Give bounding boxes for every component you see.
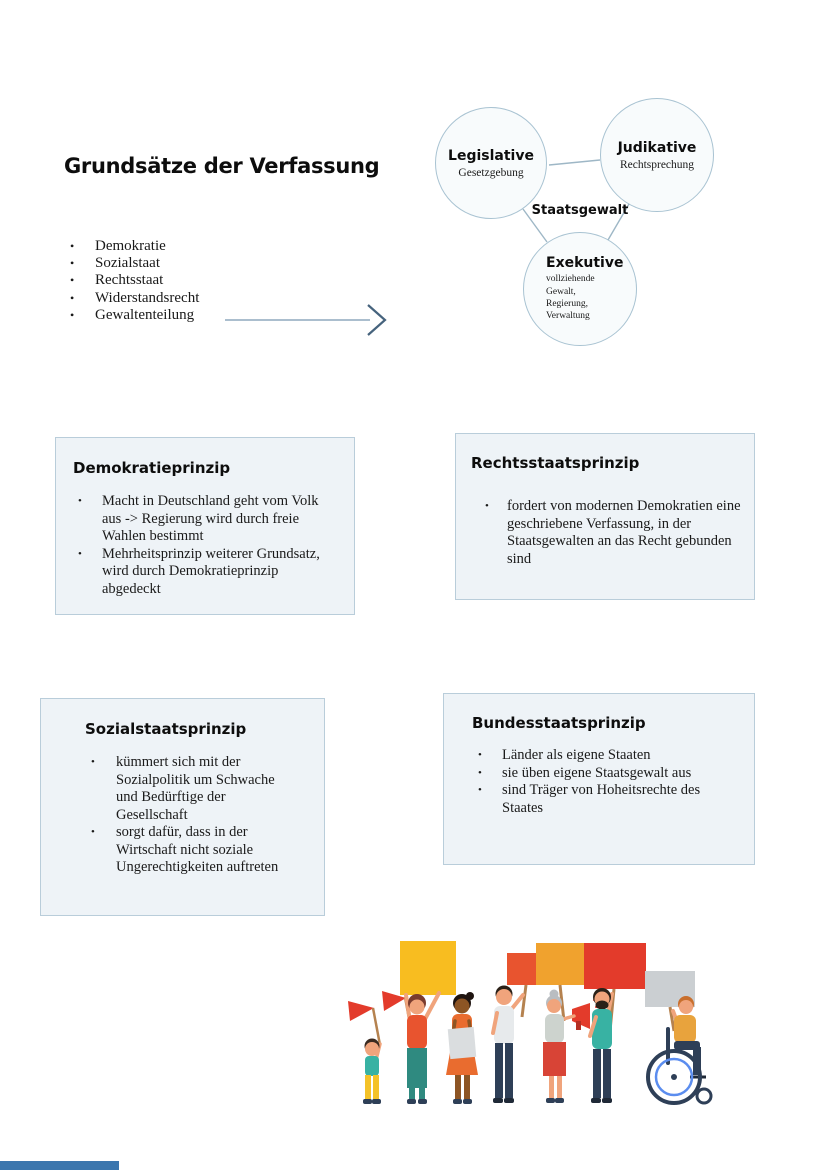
man-teal-figure [588,988,614,1103]
principle-item: Sozialstaat [68,255,199,272]
judikative-subtitle: Rechtsprechung [619,158,695,171]
principles-list: Demokratie Sozialstaat Rechtsstaat Wider… [68,238,199,324]
judikative-title: Judikative [617,139,697,156]
box-bullet: fordert von modernen Demokratien eine ge… [483,498,742,568]
box-bullet: sie üben eigene Staatsgewalt aus [476,765,708,783]
box-bullet: Länder als eigene Staaten [476,747,708,765]
box-title: Sozialstaatsprinzip [85,720,247,738]
man-lightshirt-figure [491,985,525,1103]
page-edge-accent [0,1161,119,1170]
exekutive-subtitle: vollziehende Gewalt, Regierung, Verwaltu… [546,274,595,322]
legislative-subtitle: Gesetzgebung [458,166,524,179]
staatsgewalt-label: Staatsgewalt [531,203,629,218]
box-bullet: Mehrheitsprinzip weiterer Grundsatz, wir… [76,546,320,599]
principle-item: Gewaltenteilung [68,307,199,324]
box-title: Demokratieprinzip [73,459,231,477]
exekutive-title: Exekutive [546,255,624,272]
box-demokratieprinzip: Demokratieprinzip Macht in Deutschland g… [55,437,355,615]
pointer-arrow-icon [225,304,387,336]
principle-item: Rechtsstaat [68,272,199,289]
principle-item: Widerstandsrecht [68,290,199,307]
box-bullet: sind Träger von Hoheitsrechte des Staate… [476,782,708,817]
box-rechtsstaatsprinzip: Rechtsstaatsprinzip fordert von modernen… [455,433,755,600]
woman-red-figure [404,991,441,1104]
protest-crowd-illustration [348,941,713,1105]
box-title: Rechtsstaatsprinzip [471,454,640,472]
kid-figure [363,1038,382,1104]
box-bullet-list: kümmert sich mit der Sozialpolitik um Sc… [89,754,324,877]
woman-megaphone-figure [543,987,610,1103]
box-bullet: sorgt dafür, dass in der Wirtschaft nich… [89,824,290,877]
box-bundesstaatsprinzip: Bundesstaatsprinzip Länder als eigene St… [443,693,755,865]
box-bullet: kümmert sich mit der Sozialpolitik um Sc… [89,754,290,824]
woman-paper-figure [446,992,478,1104]
box-bullet-list: Macht in Deutschland geht vom Volk aus -… [76,493,354,598]
principle-item: Demokratie [68,238,199,255]
wheelchair-person-figure [646,996,713,1105]
page-title: Grundsätze der Verfassung [64,154,380,179]
box-bullet-list: Länder als eigene Staaten sie üben eigen… [476,747,754,817]
box-bullet-list: fordert von modernen Demokratien eine ge… [483,498,754,568]
legislative-title: Legislative [448,147,534,164]
box-sozialstaatsprinzip: Sozialstaatsprinzip kümmert sich mit der… [40,698,325,916]
legislative-circle: Legislative Gesetzgebung [435,107,547,219]
protest-signs [348,941,695,1046]
exekutive-circle: Exekutive vollziehende Gewalt, Regierung… [523,232,637,346]
judikative-circle: Judikative Rechtsprechung [600,98,714,212]
diagram-connector-lines [522,159,630,243]
box-title: Bundesstaatsprinzip [472,714,646,732]
box-bullet: Macht in Deutschland geht vom Volk aus -… [76,493,320,546]
